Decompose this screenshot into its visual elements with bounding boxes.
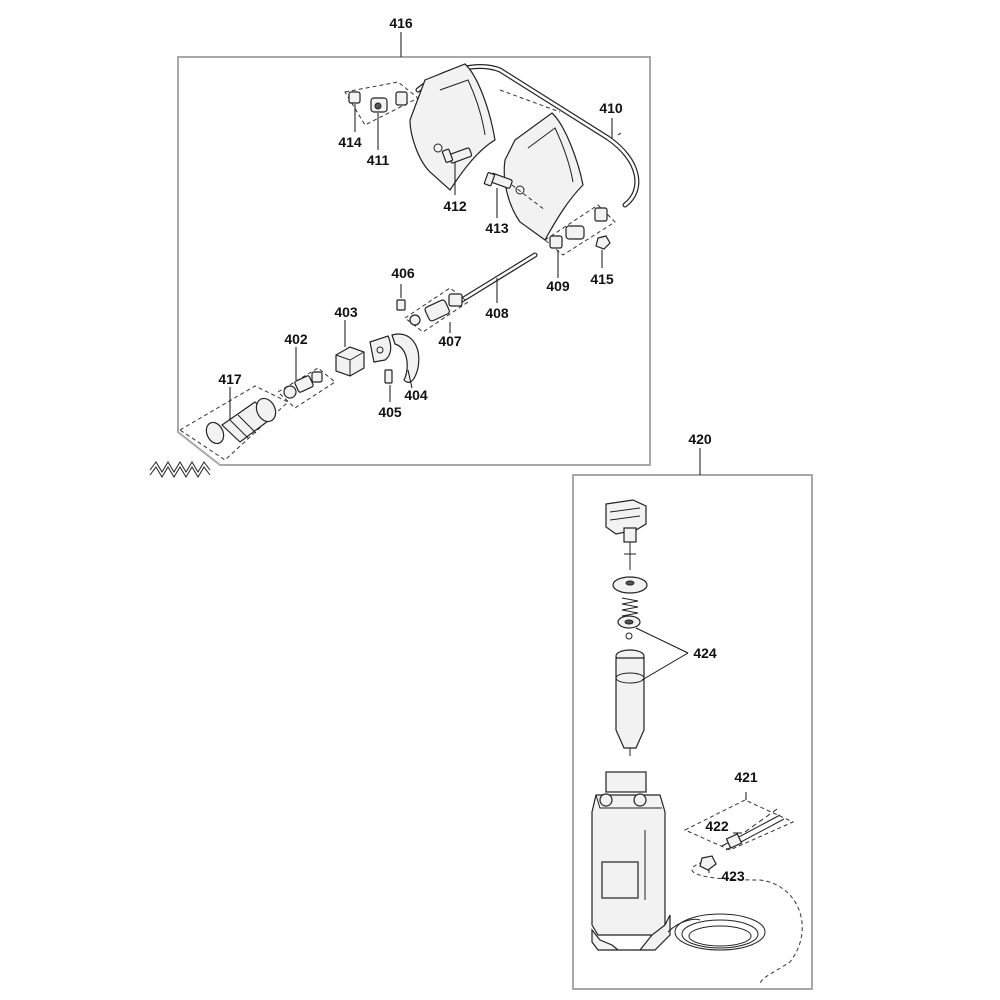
label-422: 422 xyxy=(705,818,729,834)
label-411: 411 xyxy=(367,152,390,168)
label-413: 413 xyxy=(485,220,509,236)
label-424: 424 xyxy=(693,645,717,661)
pump-handle xyxy=(605,499,647,570)
pump-spring xyxy=(621,597,639,617)
clamp-404 xyxy=(369,333,420,389)
bolt-413 xyxy=(483,172,546,218)
label-415: 415 xyxy=(590,271,614,287)
assembly-416: 416 410 414 411 412 413 409 415 406 408 … xyxy=(149,15,651,478)
assembly-420: 420 424 421 422 423 xyxy=(572,431,813,990)
fitting-group-409 xyxy=(544,204,616,256)
piston-seal xyxy=(617,615,641,640)
label-417: 417 xyxy=(218,371,242,387)
label-421: 421 xyxy=(734,769,758,785)
fitting-group-407 xyxy=(404,287,469,333)
label-405: 405 xyxy=(378,404,402,420)
label-423: 423 xyxy=(721,868,745,884)
bolt-412 xyxy=(441,147,473,195)
rod-408 xyxy=(459,252,538,303)
label-403: 403 xyxy=(334,304,358,320)
assembly-420-frame xyxy=(572,474,813,990)
coupling-group-402 xyxy=(277,347,336,409)
guard-plate-right xyxy=(503,112,584,241)
water-tank xyxy=(591,771,671,951)
spring xyxy=(149,461,211,478)
label-409: 409 xyxy=(546,278,570,294)
label-410: 410 xyxy=(599,100,623,116)
label-414: 414 xyxy=(338,134,362,150)
screw-406 xyxy=(396,284,406,311)
pump-cylinder xyxy=(615,649,645,756)
label-420: 420 xyxy=(688,431,712,447)
screw-405 xyxy=(384,369,393,402)
water-hose xyxy=(667,913,766,951)
housing-403 xyxy=(335,320,365,377)
label-412: 412 xyxy=(443,198,467,214)
label-406: 406 xyxy=(391,265,415,281)
nut-423 xyxy=(699,855,717,873)
guard-plate-left xyxy=(409,63,496,191)
label-416: 416 xyxy=(389,15,413,31)
label-404: 404 xyxy=(404,387,428,403)
label-402: 402 xyxy=(284,331,308,347)
chuck-group-417 xyxy=(179,385,289,461)
assembly-416-frame xyxy=(177,56,651,466)
fitting-group-411 xyxy=(344,81,419,126)
label-408: 408 xyxy=(485,305,509,321)
pump-cap xyxy=(612,576,648,594)
nozzle-group-421 xyxy=(683,792,795,851)
label-407: 407 xyxy=(438,333,462,349)
